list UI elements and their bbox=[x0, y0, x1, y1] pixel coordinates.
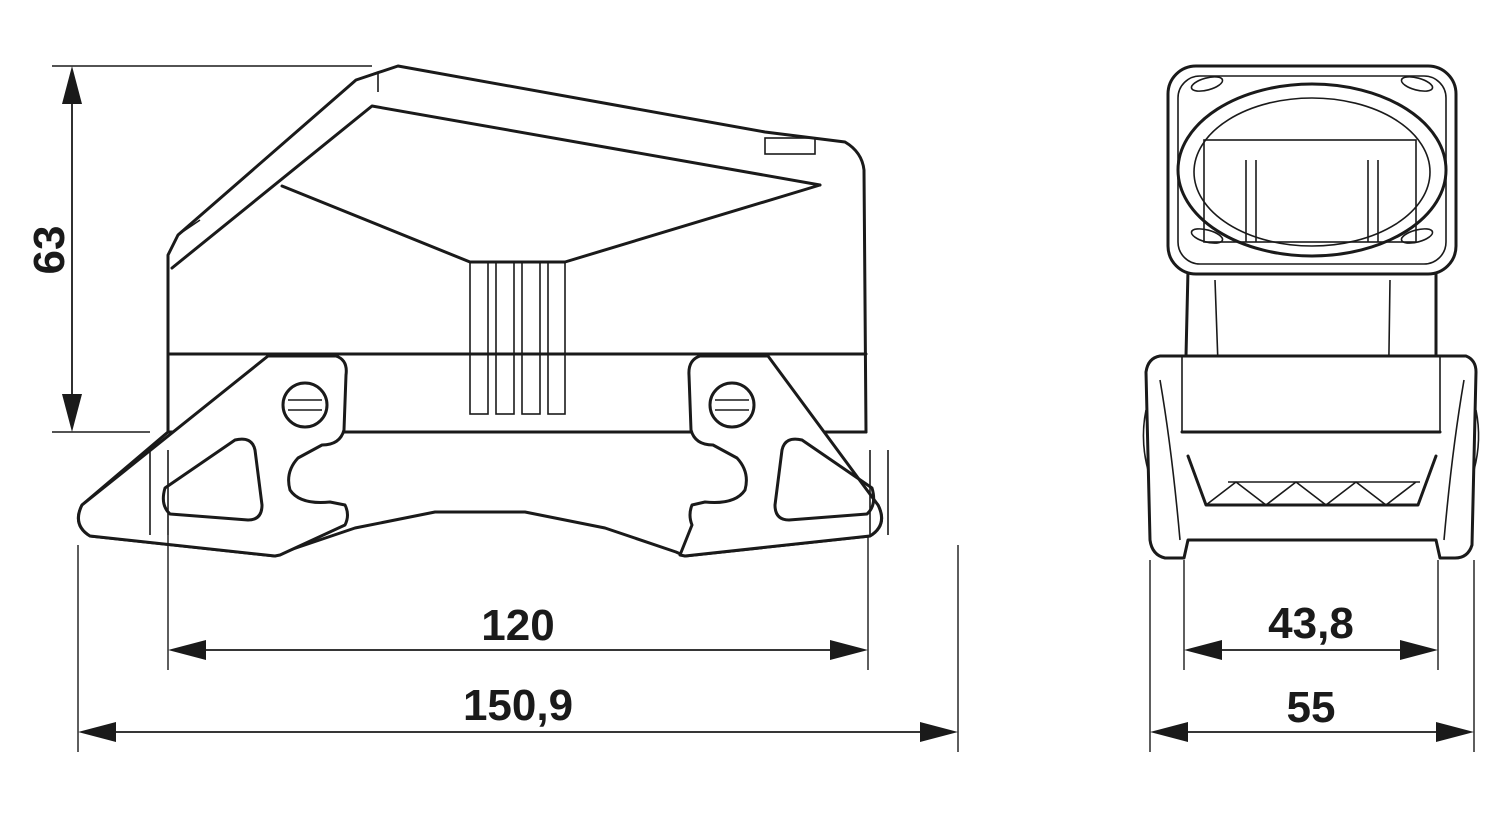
top-right-slot bbox=[1400, 76, 1434, 92]
overall-width-arrow-right bbox=[920, 722, 958, 742]
left-pivot-screw bbox=[281, 381, 329, 429]
flange-edge-lines bbox=[149, 450, 889, 535]
front-view bbox=[76, 64, 889, 558]
housing-bevel-right bbox=[355, 70, 379, 92]
housing-bevel-left bbox=[177, 219, 201, 236]
side-base-clip-right bbox=[1473, 409, 1480, 471]
side-overall-dimension-label: 55 bbox=[1287, 683, 1336, 732]
side-overall-arrow-left bbox=[1150, 722, 1188, 742]
cable-entry-ribs bbox=[1245, 160, 1379, 242]
height-arrow-top bbox=[62, 66, 82, 104]
housing-ribs bbox=[469, 261, 566, 415]
inner-width-arrow-left bbox=[168, 640, 206, 660]
height-arrow-bottom bbox=[62, 394, 82, 432]
side-base bbox=[1144, 354, 1478, 560]
side-view bbox=[1142, 64, 1480, 560]
side-neck bbox=[1184, 268, 1438, 358]
top-left-slot bbox=[1190, 76, 1224, 92]
top-latch-notch bbox=[764, 137, 816, 155]
left-lever-slot bbox=[161, 437, 264, 522]
inner-width-arrow-right bbox=[830, 640, 868, 660]
front-dimensions: 63 120 150,9 bbox=[25, 65, 959, 752]
side-top-plate bbox=[1166, 64, 1458, 276]
cable-entry-frame bbox=[1203, 139, 1417, 243]
right-lever-slot bbox=[773, 437, 876, 522]
left-screw-slot bbox=[288, 399, 322, 411]
side-base-sides bbox=[1159, 356, 1465, 541]
cable-entry-outer-ring bbox=[1176, 82, 1448, 258]
side-dimensions: 43,8 55 bbox=[1149, 560, 1475, 752]
housing-wedge bbox=[280, 183, 822, 264]
side-base-inner bbox=[1180, 430, 1442, 507]
overall-width-arrow-left bbox=[78, 722, 116, 742]
side-inner-arrow-right bbox=[1400, 640, 1438, 660]
side-inner-arrow-left bbox=[1184, 640, 1222, 660]
right-screw-slot bbox=[715, 399, 749, 411]
side-overall-arrow-right bbox=[1436, 722, 1474, 742]
cable-entry-inner-ring bbox=[1193, 97, 1431, 247]
housing-top-edge bbox=[170, 104, 822, 270]
height-dimension-label: 63 bbox=[25, 226, 74, 275]
side-base-truss bbox=[1205, 480, 1420, 507]
overall-width-dimension-label: 150,9 bbox=[463, 681, 573, 730]
side-inner-dimension-label: 43,8 bbox=[1268, 599, 1354, 648]
side-base-clip-left bbox=[1142, 409, 1149, 471]
right-pivot-screw bbox=[708, 381, 756, 429]
inner-width-dimension-label: 120 bbox=[481, 601, 554, 650]
